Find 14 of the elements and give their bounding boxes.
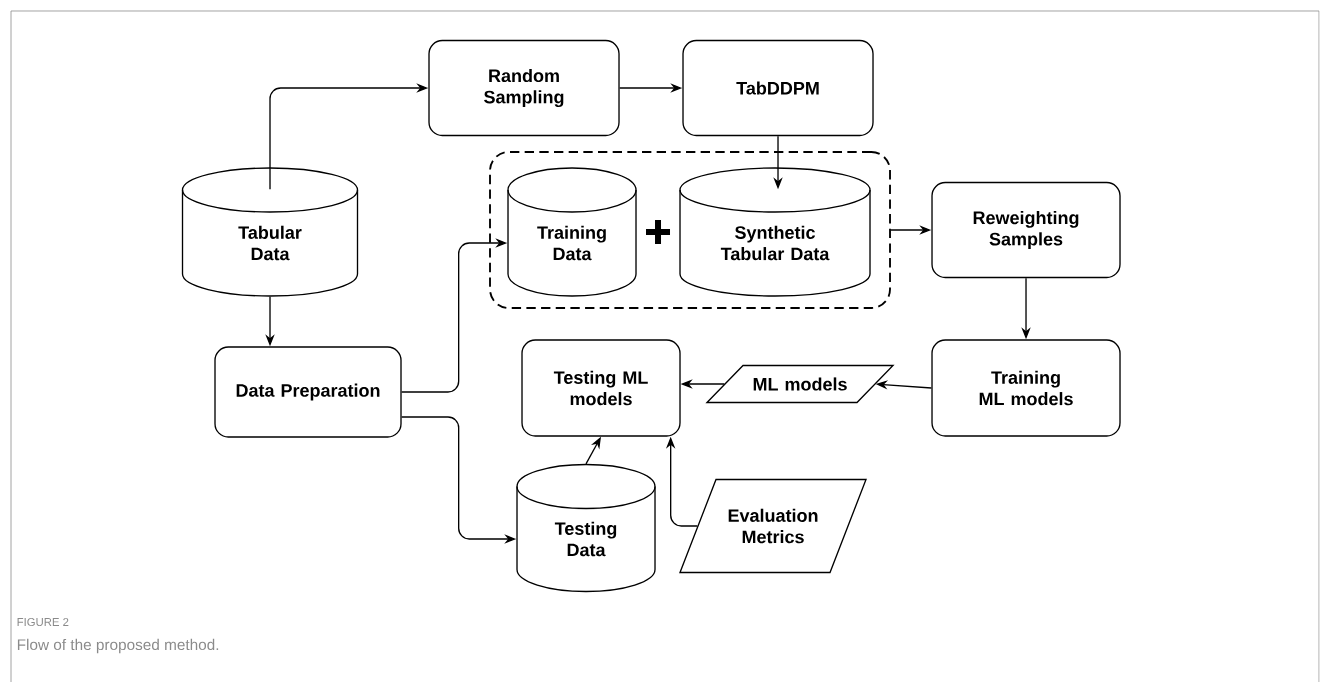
database-cylinder: Tabular Data (181, 167, 359, 297)
figure-number: FIGURE 2 (17, 618, 69, 626)
dashed-group-box (489, 151, 891, 309)
database-cylinder: Testing Data (516, 463, 656, 593)
database-cylinder: Training Data (507, 167, 637, 297)
process-box: Data Preparation (214, 346, 402, 438)
process-box: Random Sampling (428, 39, 620, 137)
data-parallelogram: Evaluation Metrics (679, 478, 867, 574)
database-cylinder: Synthetic Tabular Data (679, 167, 871, 297)
process-box: Reweighting Samples (931, 181, 1121, 279)
process-box: Training ML models (931, 339, 1121, 437)
caption: Flow of the proposed method. (17, 638, 219, 654)
process-box: TabDDPM (682, 39, 874, 137)
process-box: Testing ML models (521, 339, 681, 437)
